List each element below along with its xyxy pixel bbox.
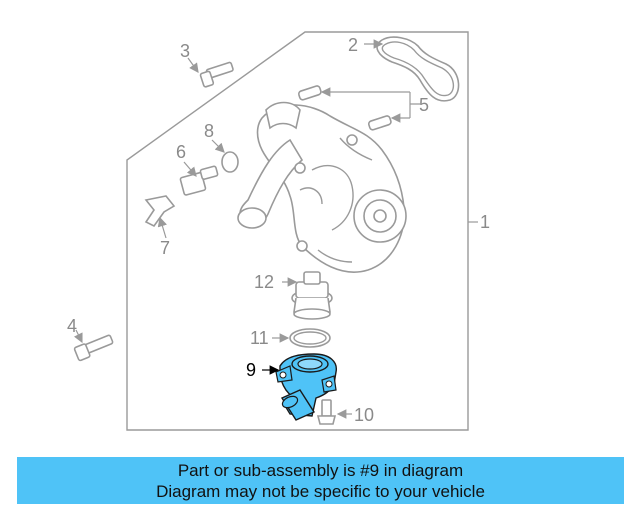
leader-8 xyxy=(211,139,225,153)
callout-4: 4 xyxy=(67,316,77,336)
part-4-bolt xyxy=(73,329,114,362)
banner-line-2: Diagram may not be specific to your vehi… xyxy=(156,482,485,501)
callout-8: 8 xyxy=(204,121,214,141)
callout-10: 10 xyxy=(354,405,374,425)
info-banner: Part or sub-assembly is #9 in diagram Di… xyxy=(17,457,624,504)
callout-12: 12 xyxy=(254,272,274,292)
part-1-water-pump xyxy=(237,101,407,273)
part-12-thermostat xyxy=(282,271,333,320)
callout-7: 7 xyxy=(160,238,170,258)
callout-11: 11 xyxy=(250,328,269,348)
callout-3: 3 xyxy=(180,41,190,61)
callout-1: 1 xyxy=(480,212,490,232)
parts-diagram: 1 2 3 4 5 6 7 8 9 10 11 12 xyxy=(67,31,490,431)
part-5-pins xyxy=(297,85,420,131)
part-8-oring xyxy=(221,151,239,173)
part-6-sensor xyxy=(179,161,219,196)
part-11-seal-ring-inner xyxy=(293,331,327,345)
part-7-bracket xyxy=(144,195,176,239)
callout-2: 2 xyxy=(348,35,358,55)
part-2-gasket xyxy=(376,36,460,102)
assembly-frame xyxy=(126,31,469,431)
part-3-bolt xyxy=(187,57,234,88)
part-10-bolt xyxy=(316,399,352,425)
callout-9[interactable]: 9 xyxy=(246,360,256,380)
callout-5: 5 xyxy=(419,95,429,115)
callout-6: 6 xyxy=(176,142,186,162)
part-9-coolant-flange[interactable] xyxy=(275,353,337,421)
banner-line-1: Part or sub-assembly is #9 in diagram xyxy=(177,461,464,480)
